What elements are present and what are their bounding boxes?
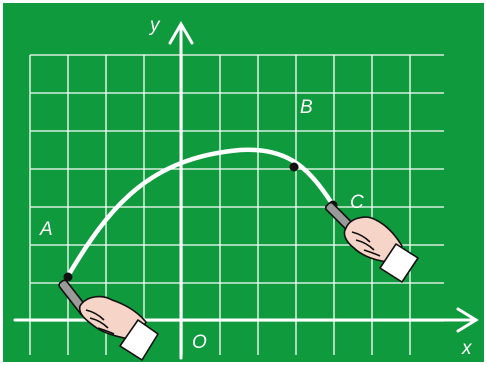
point-b-dot [290,163,299,172]
point-b-label: B [300,97,313,118]
point-c-label: C [350,192,364,213]
point-a-label: A [39,219,53,240]
origin-label: O [192,332,207,353]
y-axis-label: y [148,15,161,36]
chalkboard [3,3,484,362]
x-axis-label: x [461,338,473,359]
